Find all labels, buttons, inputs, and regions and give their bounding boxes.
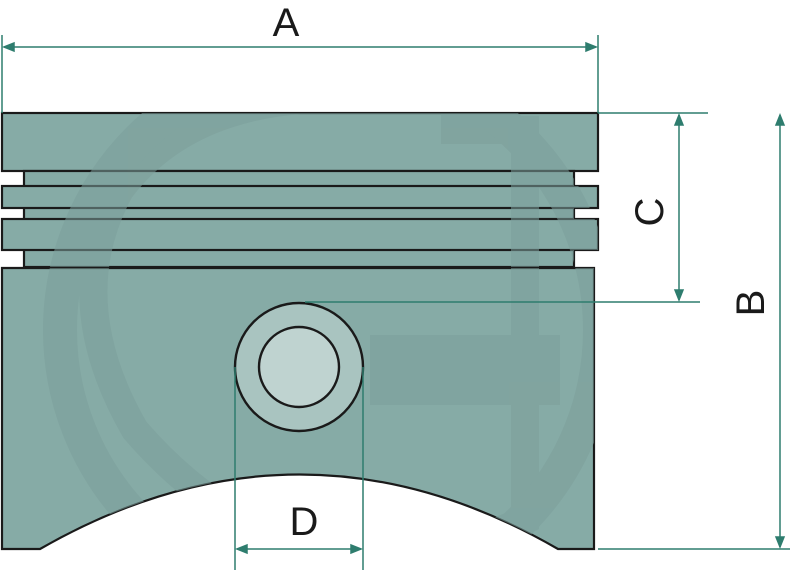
dimension-a — [1, 35, 599, 113]
dimension-b — [598, 112, 790, 550]
watermark-logo — [43, 113, 598, 549]
dimension-d — [234, 367, 364, 570]
dimension-b-label: B — [729, 290, 773, 317]
dimension-d-label: D — [290, 500, 319, 544]
dimension-c — [305, 112, 708, 303]
pin-bore — [257, 325, 341, 409]
dimension-c-label: C — [628, 198, 672, 227]
dimension-a-label: A — [273, 1, 300, 45]
